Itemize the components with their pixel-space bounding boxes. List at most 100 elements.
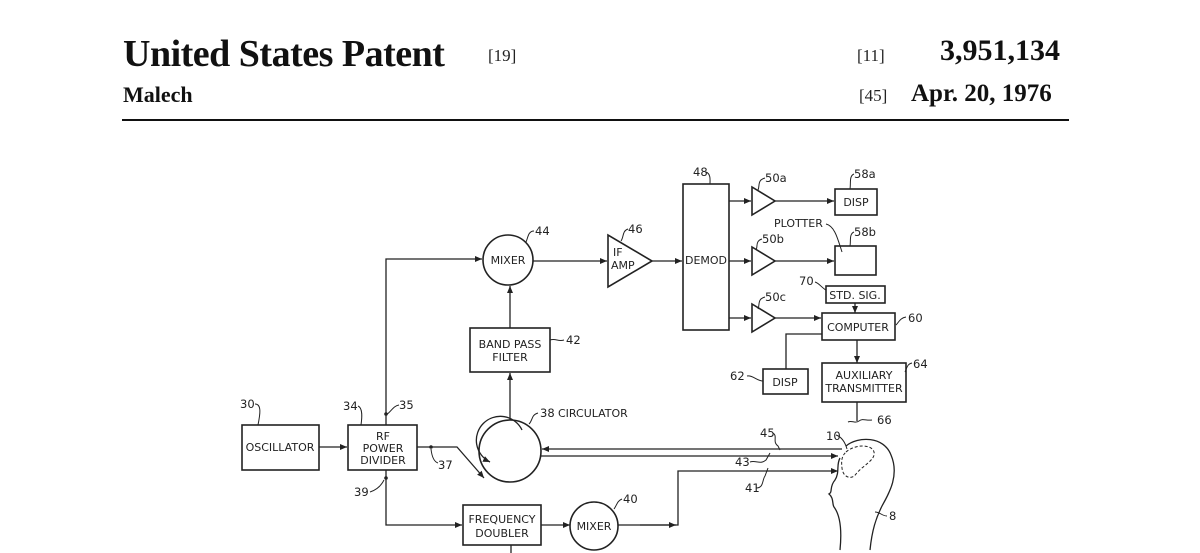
ref-39-leader <box>369 479 385 493</box>
rf-label: RF <box>376 430 390 443</box>
title-code: [19] <box>488 46 517 65</box>
divider-label: DIVIDER <box>360 454 406 467</box>
header-rule <box>122 119 1069 121</box>
ref-34-leader <box>357 405 363 426</box>
ref-38-leader <box>528 412 539 425</box>
ref-8: 8 <box>889 509 896 523</box>
amplifier-50b <box>751 245 777 277</box>
ref-37: 37 <box>438 458 453 472</box>
ref-66: 66 <box>877 413 892 427</box>
std-sig-label: STD. SIG. <box>829 289 880 302</box>
doubler-label-2: DOUBLER <box>475 527 529 540</box>
aux-label-2: TRANSMITTER <box>824 382 903 395</box>
ref-43: 43 <box>735 455 750 469</box>
patent-number-code: [11] <box>857 46 885 65</box>
ref-46: 46 <box>628 222 643 236</box>
ref-35-leader <box>385 404 400 416</box>
patent-title: United States Patent <box>123 33 445 75</box>
node-37 <box>429 445 433 449</box>
divider-to-doubler-line <box>385 470 462 528</box>
ref-50c: 50c <box>765 290 786 304</box>
ref-30-leader <box>254 403 261 426</box>
ref-37-leader <box>430 448 439 464</box>
doubler-label-1: FREQUENCY <box>468 513 535 526</box>
ref-70: 70 <box>799 274 814 288</box>
ref-62: 62 <box>730 369 745 383</box>
display-62-block: DISP <box>762 368 809 395</box>
demod-block: DEMOD <box>682 183 730 331</box>
ref-60-leader <box>895 316 907 326</box>
ref-41-leader <box>755 467 769 489</box>
power-label: POWER <box>363 442 404 455</box>
mixer-44: MIXER <box>482 234 534 286</box>
mixer-top-label: MIXER <box>491 254 526 267</box>
ref-10: 10 <box>826 429 841 443</box>
ref-40: 40 <box>623 492 638 506</box>
ref-58a: 58a <box>854 167 876 181</box>
mixer-40: MIXER <box>569 501 619 551</box>
patent-number: 3,951,134 <box>940 34 1060 67</box>
ref-39: 39 <box>354 485 369 499</box>
ref-44-leader <box>525 230 535 243</box>
ref-10-leader <box>835 434 848 450</box>
disp-58a-label: DISP <box>843 196 869 209</box>
divider-to-mixer-line <box>385 256 482 425</box>
node-39 <box>384 476 388 480</box>
ref-50a: 50a <box>765 171 787 185</box>
display-58a-block: DISP <box>834 188 878 216</box>
ref-48: 48 <box>693 165 708 179</box>
ref-8-leader <box>874 511 888 517</box>
circulator-38 <box>475 415 542 483</box>
ref-70-leader <box>814 281 827 291</box>
ref-50b: 50b <box>762 232 784 246</box>
amplifier-50a <box>751 185 777 217</box>
ref-60: 60 <box>908 311 923 325</box>
ref-58a-leader <box>849 173 855 190</box>
beam-41 <box>640 468 838 526</box>
ref-35: 35 <box>399 398 414 412</box>
ref-34: 34 <box>343 399 358 413</box>
band-pass-filter-block: BAND PASS FILTER <box>469 327 551 373</box>
antenna-66-wave <box>847 419 873 423</box>
subject-head <box>827 438 895 551</box>
frequency-doubler-block: FREQUENCY DOUBLER <box>462 504 542 546</box>
ref-50b-leader <box>755 238 763 251</box>
if-label: IF <box>613 246 623 259</box>
if-amp: IF AMP <box>607 233 654 289</box>
ref-42: 42 <box>566 333 581 347</box>
plotter-58b-block <box>834 245 877 276</box>
std-sig-block: STD. SIG. <box>825 285 886 304</box>
mixer-bottom-label: MIXER <box>577 520 612 533</box>
aux-label-1: AUXILIARY <box>836 369 893 382</box>
node-35 <box>384 412 388 416</box>
ref-58b-leader <box>849 231 855 247</box>
circulator-direction-arrow <box>475 415 523 463</box>
inventor-name: Malech <box>123 82 193 107</box>
ref-46-leader <box>620 228 629 242</box>
plotter-label: PLOTTER <box>774 217 823 230</box>
ref-48-leader <box>705 171 711 185</box>
ref-38: 38 <box>540 406 555 420</box>
circulator-label: CIRCULATOR <box>558 407 628 420</box>
oscillator-label: OSCILLATOR <box>246 441 315 454</box>
oscillator-block: OSCILLATOR <box>241 424 320 471</box>
computer-label: COMPUTER <box>827 321 889 334</box>
computer-block: COMPUTER <box>821 312 896 341</box>
ref-45-leader <box>772 432 781 451</box>
ref-41: 41 <box>745 481 760 495</box>
plotter-leader <box>825 223 843 253</box>
ref-64: 64 <box>913 357 928 371</box>
amp-label: AMP <box>611 259 635 272</box>
demod-label: DEMOD <box>685 254 727 267</box>
ref-64-leader <box>904 362 913 373</box>
rf-power-divider-block: RF POWER DIVIDER <box>347 424 418 471</box>
disp-62-label: DISP <box>772 376 798 389</box>
date-code: [45] <box>859 86 888 105</box>
ref-62-leader <box>746 375 764 382</box>
bpf-label-1: BAND PASS <box>479 338 542 351</box>
ref-30: 30 <box>240 397 255 411</box>
bpf-label-2: FILTER <box>492 351 528 364</box>
brain-region-10 <box>841 445 875 478</box>
ref-43-leader <box>749 452 771 463</box>
